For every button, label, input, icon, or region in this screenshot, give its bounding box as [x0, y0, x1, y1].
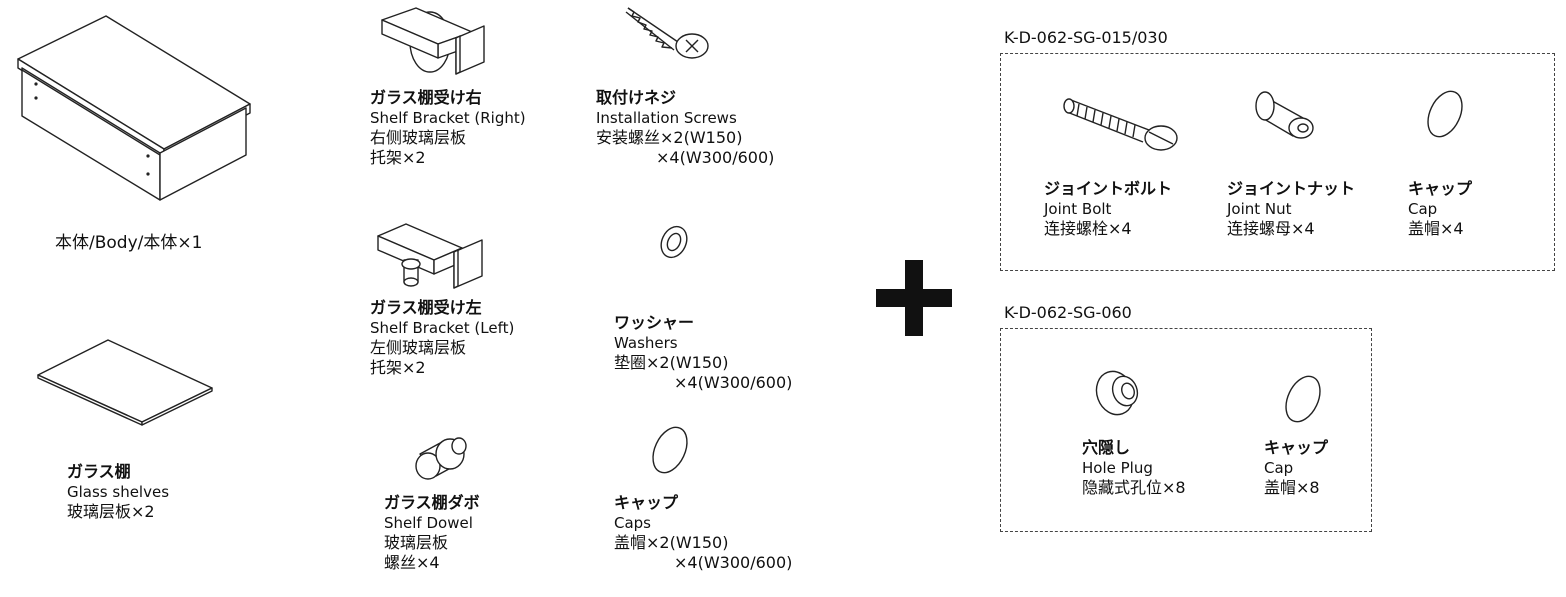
kit2-item-1-en: Cap: [1264, 459, 1294, 477]
kit1-box: ジョイントボルト Joint Bolt 连接螺栓×4 ジョイントナット Join…: [1000, 53, 1555, 271]
kit1-item-1-cn: 连接螺母×4: [1227, 219, 1315, 238]
caps-cn1: 盖帽×2(W150): [614, 533, 729, 552]
kit1-item-0-jp: ジョイントボルト: [1044, 179, 1173, 198]
bracket-right-jp: ガラス棚受け右: [370, 88, 482, 107]
kit1-item-1: ジョイントナット Joint Nut 连接螺母×4: [1227, 179, 1355, 239]
glass-shelf-jp: ガラス棚: [67, 462, 131, 481]
shelf-dowel-icon: [412, 434, 472, 484]
kit1-item-0: ジョイントボルト Joint Bolt 连接螺栓×4: [1044, 179, 1172, 239]
kit1-title: K-D-062-SG-015/030: [1004, 28, 1168, 47]
glass-shelf-en: Glass shelves: [67, 483, 170, 501]
washers-label: ワッシャー Washers 垫圈×2(W150) ×4(W300/600): [614, 313, 792, 393]
kit1-item-2-jp: キャップ: [1408, 179, 1473, 198]
screws-label: 取付けネジ Installation Screws 安装螺丝×2(W150) ×…: [596, 88, 774, 168]
bracket-left-jp: ガラス棚受け左: [370, 298, 482, 317]
kit1-item-1-jp: ジョイントナット: [1227, 179, 1356, 198]
bracket-left-cn1: 左侧玻璃层板: [370, 338, 467, 357]
kit2-item-1-jp: キャップ: [1264, 438, 1329, 457]
shelf-bracket-right-icon: [380, 6, 490, 78]
glass-shelf-cn: 玻璃层板×2: [67, 502, 155, 521]
kit1-item-0-cn: 连接螺栓×4: [1044, 219, 1132, 238]
bracket-right-cn2: 托架×2: [370, 148, 426, 167]
kit1-item-2: キャップ Cap 盖帽×4: [1408, 179, 1472, 239]
kit2-item-1-cn: 盖帽×8: [1264, 478, 1320, 497]
kit2-cap-icon: [1283, 373, 1323, 425]
dowel-cn1: 玻璃层板: [384, 533, 449, 552]
washers-cn2: ×4(W300/600): [674, 373, 793, 392]
glass-shelf-label: ガラス棚 Glass shelves 玻璃层板×2: [67, 462, 169, 522]
caps-label: キャップ Caps 盖帽×2(W150) ×4(W300/600): [614, 493, 792, 573]
bracket-right-label: ガラス棚受け右 Shelf Bracket (Right) 右侧玻璃层板 托架×…: [370, 88, 526, 168]
kit1-item-0-en: Joint Bolt: [1044, 200, 1112, 218]
caps-jp: キャップ: [614, 493, 679, 512]
kit1-item-2-cn: 盖帽×4: [1408, 219, 1464, 238]
screws-cn1: 安装螺丝×2(W150): [596, 128, 743, 147]
screws-jp: 取付けネジ: [596, 88, 677, 107]
kit2-item-1: キャップ Cap 盖帽×8: [1264, 438, 1328, 498]
kit2-item-0-jp: 穴隠し: [1082, 438, 1131, 457]
kit2-item-0-cn: 隐藏式孔位×8: [1082, 478, 1186, 497]
joint-bolt-icon: [1063, 92, 1185, 152]
shelf-bracket-left-icon: [376, 222, 486, 294]
caps-cn2: ×4(W300/600): [674, 553, 793, 572]
bracket-left-cn2: 托架×2: [370, 358, 426, 377]
bracket-left-en: Shelf Bracket (Left): [370, 319, 515, 337]
washer-icon: [656, 222, 692, 262]
cap-icon: [650, 424, 690, 476]
kit1-item-1-en: Joint Nut: [1227, 200, 1292, 218]
dowel-jp: ガラス棚ダボ: [384, 493, 480, 512]
bracket-left-label: ガラス棚受け左 Shelf Bracket (Left) 左侧玻璃层板 托架×2: [370, 298, 514, 378]
screws-cn2: ×4(W300/600): [656, 148, 775, 167]
hole-plug-icon: [1091, 363, 1151, 423]
cabinet-body-icon: [14, 12, 254, 202]
kit2-item-0-en: Hole Plug: [1082, 459, 1153, 477]
screws-en: Installation Screws: [596, 109, 737, 127]
washers-cn1: 垫圈×2(W150): [614, 353, 729, 372]
kit1-cap-icon: [1425, 88, 1465, 140]
kit2-title: K-D-062-SG-060: [1004, 303, 1132, 322]
dowel-en: Shelf Dowel: [384, 514, 473, 532]
caps-en: Caps: [614, 514, 652, 532]
plus-icon: [876, 260, 952, 336]
kit1-item-2-en: Cap: [1408, 200, 1438, 218]
body-label: 本体/Body/本体×1: [55, 233, 203, 253]
joint-nut-icon: [1253, 84, 1323, 148]
kit2-box: 穴隠し Hole Plug 隐藏式孔位×8 キャップ Cap 盖帽×8: [1000, 328, 1372, 532]
glass-shelf-icon: [36, 338, 216, 426]
screw-icon: [624, 4, 714, 62]
bracket-right-en: Shelf Bracket (Right): [370, 109, 526, 127]
dowel-label: ガラス棚ダボ Shelf Dowel 玻璃层板 螺丝×4: [384, 493, 480, 573]
washers-en: Washers: [614, 334, 678, 352]
washers-jp: ワッシャー: [614, 313, 695, 332]
bracket-right-cn1: 右侧玻璃层板: [370, 128, 467, 147]
kit2-item-0: 穴隠し Hole Plug 隐藏式孔位×8: [1082, 438, 1186, 498]
dowel-cn2: 螺丝×4: [384, 553, 440, 572]
